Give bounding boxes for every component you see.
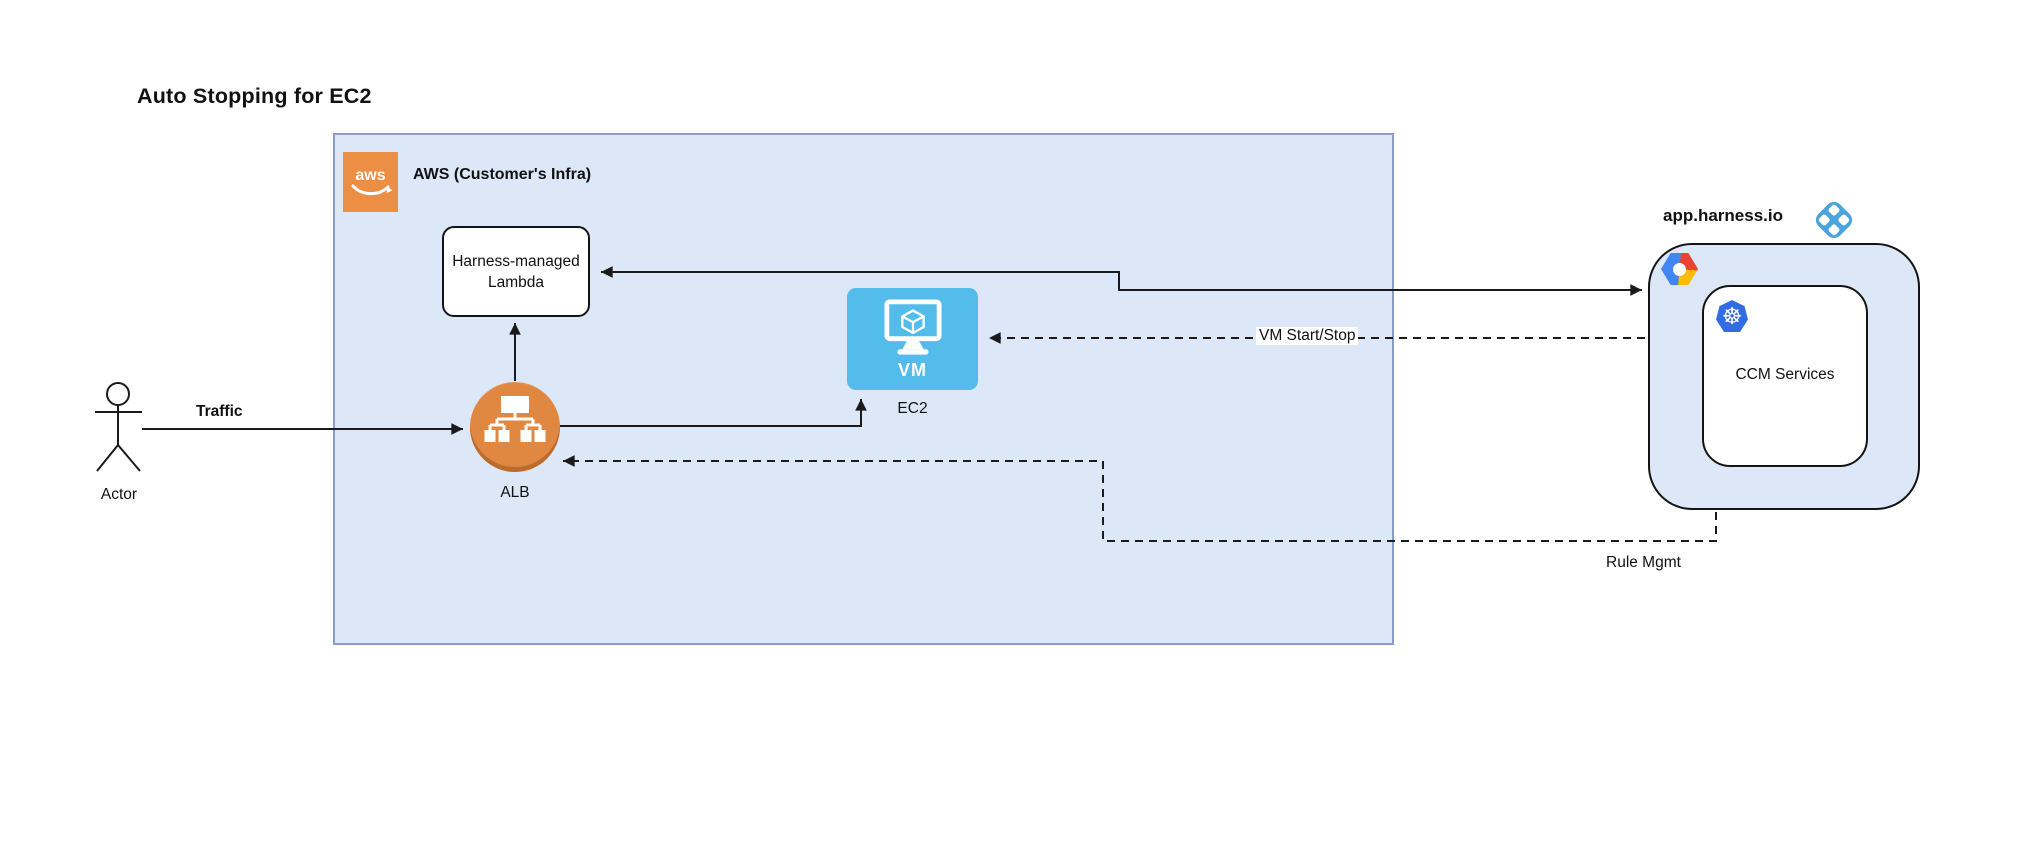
load-balancer-tree-icon <box>484 396 546 442</box>
vm-text: VM <box>898 360 927 380</box>
aws-container-label: AWS (Customer's Infra) <box>413 166 592 183</box>
vm-monitor-icon <box>883 299 942 355</box>
traffic-edge-label: Traffic <box>196 403 243 420</box>
aws-smile-icon <box>351 184 392 196</box>
kubernetes-icon: ☸ <box>1716 300 1748 332</box>
aws-logo-text: aws <box>355 167 386 184</box>
alb-node <box>470 382 560 472</box>
lambda-node: Harness-managed Lambda <box>442 226 590 317</box>
kubernetes-wheel-glyph: ☸ <box>1721 302 1743 329</box>
ec2-label: EC2 <box>897 400 928 417</box>
diagram-title: Auto Stopping for EC2 <box>137 84 372 108</box>
aws-logo-icon: aws <box>343 152 398 212</box>
actor-label: Actor <box>100 486 138 503</box>
lambda-label-line1: Harness-managed <box>452 252 580 270</box>
vm-start-stop-edge-label: VM Start/Stop <box>1256 327 1359 345</box>
actor-figure <box>95 382 142 472</box>
rule-mgmt-edge-label: Rule Mgmt <box>1606 554 1681 571</box>
harness-diamond-icon <box>1815 201 1853 239</box>
ccm-services-label: CCM Services <box>1735 366 1835 383</box>
alb-label: ALB <box>500 484 530 501</box>
lambda-label-line2: Lambda <box>487 273 544 291</box>
ec2-node: VM <box>847 288 978 390</box>
harness-zone-label: app.harness.io <box>1663 206 1783 225</box>
